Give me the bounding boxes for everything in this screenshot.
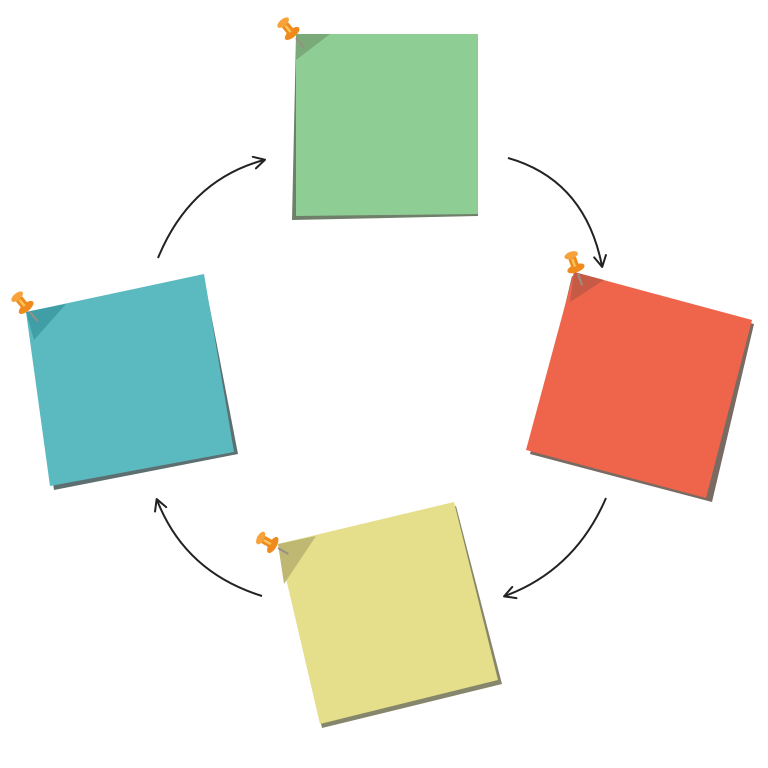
note-paper	[278, 502, 498, 724]
note-paper	[296, 34, 478, 216]
pushpin-icon	[11, 291, 39, 322]
note-fold	[278, 536, 316, 584]
note-fold	[570, 272, 604, 302]
note-fold	[296, 34, 330, 60]
note-fold	[26, 304, 66, 340]
note-green	[292, 34, 478, 220]
arrow-red-to-yellow	[503, 497, 607, 600]
note-paper	[26, 274, 234, 486]
arrow-green-to-red	[507, 157, 607, 268]
arrow-yellow-to-blue	[154, 498, 263, 597]
arrow-blue-to-green	[157, 155, 266, 259]
note-blue	[26, 274, 238, 490]
note-red	[526, 272, 754, 502]
note-yellow	[278, 502, 502, 728]
pushpin-icon	[256, 531, 289, 555]
pushpin-icon	[564, 251, 585, 286]
pushpin-icon	[277, 17, 305, 48]
note-paper	[526, 272, 752, 498]
